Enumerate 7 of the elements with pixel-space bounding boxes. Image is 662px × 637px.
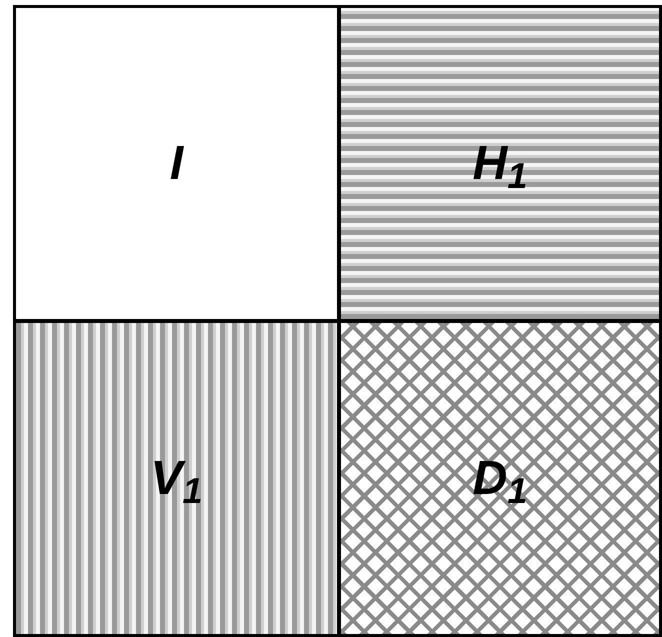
subband-panel bbox=[338, 5, 662, 322]
subband-panel bbox=[338, 320, 662, 637]
subband-label: D$_{1}$ bbox=[472, 454, 528, 502]
subband-label: I bbox=[170, 140, 184, 188]
subband-panel bbox=[13, 5, 340, 322]
subband-panel bbox=[13, 320, 340, 637]
subband-label: H$_{1}$ bbox=[472, 140, 528, 188]
